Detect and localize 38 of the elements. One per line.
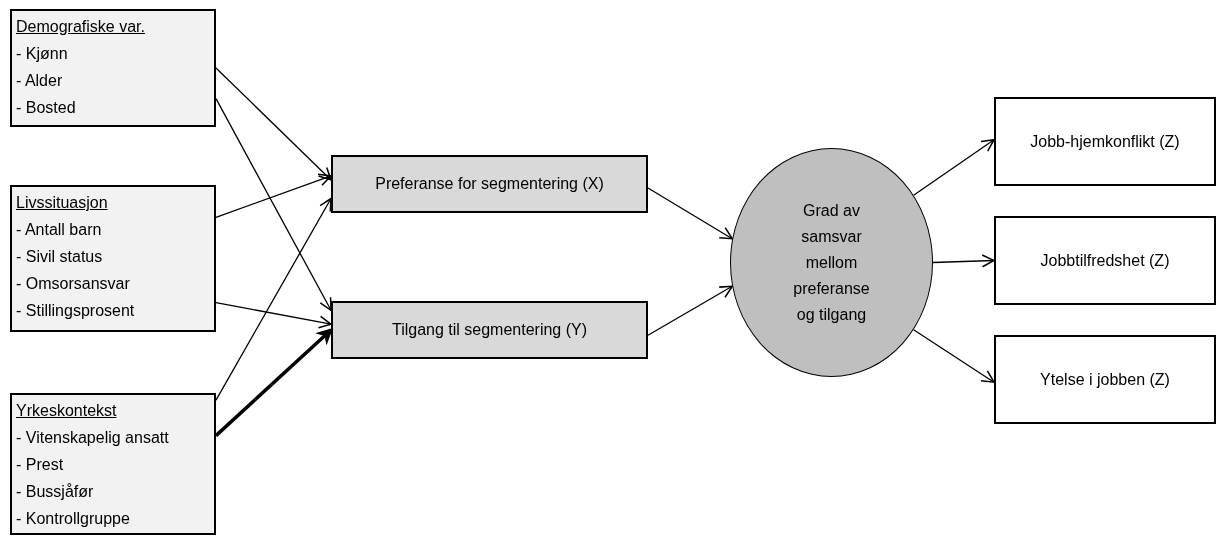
arrow (215, 197, 332, 401)
arrow (912, 138, 995, 196)
list-item: - Vitenskapelig ansatt (16, 428, 169, 448)
arrow (215, 301, 332, 329)
list-item: - Stillingsprosent (16, 301, 135, 321)
box-heading: Yrkeskontekst (16, 401, 117, 421)
arrow (215, 67, 332, 181)
factor-box (10, 9, 216, 127)
arrow (912, 329, 995, 383)
list-item: - Kontrollgruppe (16, 509, 130, 529)
box-label: Tilgang til segmentering (Y) (391, 320, 587, 340)
factor-box (10, 393, 216, 535)
box-label: Grad av samsvar mellom preferanse og tilgang (792, 200, 871, 325)
factor-box (10, 185, 216, 332)
box-label: Jobb-hjemkonflikt (Z) (1030, 131, 1180, 152)
list-item: - Sivil status (16, 247, 103, 267)
box-heading: Demografiske var. (16, 17, 145, 37)
variable-box (331, 301, 648, 359)
list-item: - Antall barn (16, 220, 102, 240)
box-label: Preferanse for segmentering (X) (375, 174, 604, 194)
outcome-box (994, 335, 1216, 424)
box-label: Ytelse i jobben (Z) (1040, 369, 1170, 390)
list-item: - Alder (16, 71, 63, 91)
box-label: Jobbtilfredshet (Z) (1040, 250, 1170, 271)
outcome-box (994, 216, 1216, 305)
arrow (215, 173, 332, 218)
arrow (215, 98, 332, 312)
list-item: - Prest (16, 455, 64, 475)
arrow (647, 285, 733, 336)
outcome-box (994, 97, 1216, 186)
list-item: - Bussjåfør (16, 482, 94, 502)
arrow (647, 187, 733, 240)
list-item: - Omsorsansvar (16, 274, 130, 294)
list-item: - Kjønn (16, 44, 68, 64)
box-heading: Livssituasjon (16, 193, 108, 213)
arrow (932, 254, 995, 268)
variable-box (331, 155, 648, 213)
list-item: - Bosted (16, 98, 76, 118)
